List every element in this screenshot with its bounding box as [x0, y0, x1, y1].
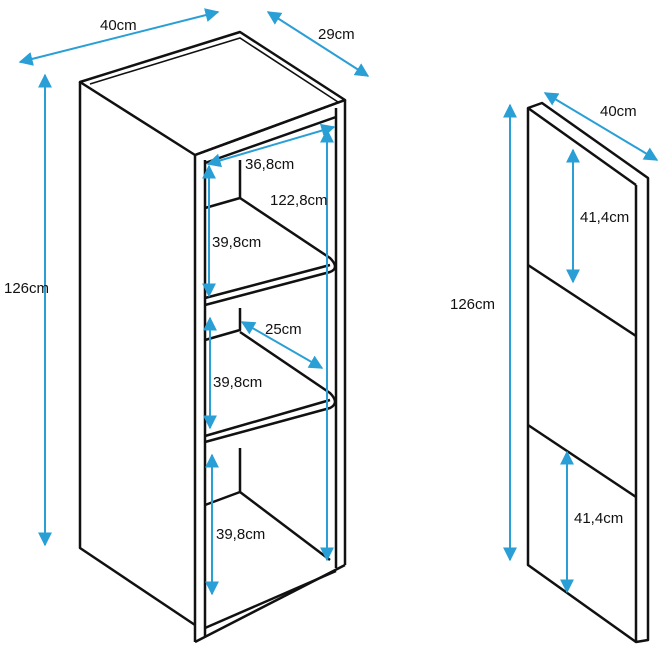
depth-label: 29cm [318, 26, 355, 43]
cabinet-bottom-inner [204, 569, 337, 630]
door-drawing [526, 101, 650, 644]
back-corner-3 [204, 448, 242, 507]
compartment-top-label: 39,8cm [212, 234, 261, 251]
cabinet-top [78, 30, 347, 157]
dimension-arrows [18, 8, 659, 596]
shelf-depth-arrow [240, 321, 324, 369]
width-label: 40cm [100, 17, 137, 34]
bottom-back-edge [239, 491, 331, 561]
height-label: 126cm [4, 280, 49, 297]
door-divider-1 [527, 263, 637, 338]
inner-height-label: 122,8cm [270, 192, 328, 209]
door-panel [526, 101, 650, 644]
cabinet-left-side [78, 82, 196, 627]
door-height-label: 126cm [450, 296, 495, 313]
back-corner-1 [204, 160, 242, 210]
door-width-arrow [543, 92, 659, 161]
door-width-label: 40cm [600, 103, 637, 120]
inner-width-arrow [206, 123, 336, 168]
compartment-bottom-label: 39,8cm [216, 526, 265, 543]
inner-width-label: 36,8cm [245, 156, 294, 173]
depth-arrow [266, 11, 370, 77]
cabinet-top-edge [89, 37, 339, 103]
door-divider-2 [527, 423, 637, 499]
door-upper-panel-label: 41,4cm [580, 209, 629, 226]
compartment-middle-label: 39,8cm [213, 374, 262, 391]
door-lower-panel-label: 41,4cm [574, 510, 623, 527]
shelf-depth-label: 25cm [265, 321, 302, 338]
shelf-1 [204, 196, 337, 307]
width-arrow [18, 8, 220, 66]
